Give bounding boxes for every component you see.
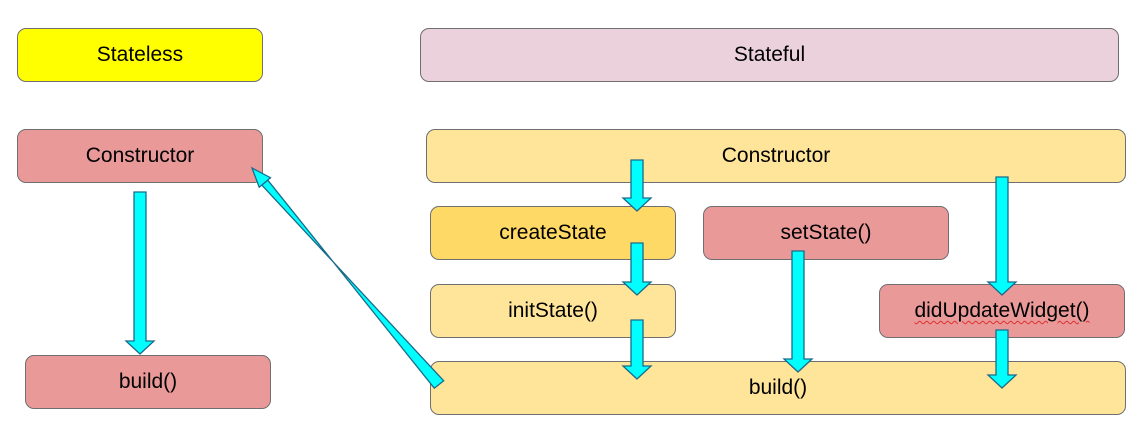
init-state-label: initState() [508, 299, 598, 322]
stateful-build-label: build() [748, 376, 808, 399]
create-state-label: createState [499, 221, 607, 244]
stateful-constructor-label: Constructor [721, 144, 831, 167]
init-state-box: initState() [430, 284, 676, 338]
stateless-constructor-label: Constructor [85, 144, 195, 167]
arrow-stateful-build-to-stateless-constructor [250, 166, 445, 390]
stateful-header-label: Stateful [733, 43, 806, 66]
arrow-constructor-to-did-update-widget [986, 176, 1018, 296]
stateless-build-box: build() [25, 355, 271, 409]
did-update-widget-label: didUpdateWidget() [914, 299, 1090, 322]
stateful-build-box: build() [430, 361, 1126, 415]
stateless-header-label: Stateless [96, 43, 184, 66]
did-update-widget-box: didUpdateWidget() [879, 284, 1125, 338]
arrow-set-state-to-build [782, 250, 814, 373]
stateless-build-label: build() [118, 370, 178, 393]
stateful-constructor-box: Constructor [426, 129, 1126, 183]
set-state-label: setState() [780, 221, 872, 244]
arrow-stateless-constructor-to-build [124, 191, 156, 355]
create-state-box: createState [430, 206, 676, 260]
stateless-constructor-box: Constructor [17, 129, 263, 183]
stateless-header: Stateless [17, 28, 263, 82]
stateful-header: Stateful [420, 28, 1119, 82]
set-state-box: setState() [703, 206, 949, 260]
